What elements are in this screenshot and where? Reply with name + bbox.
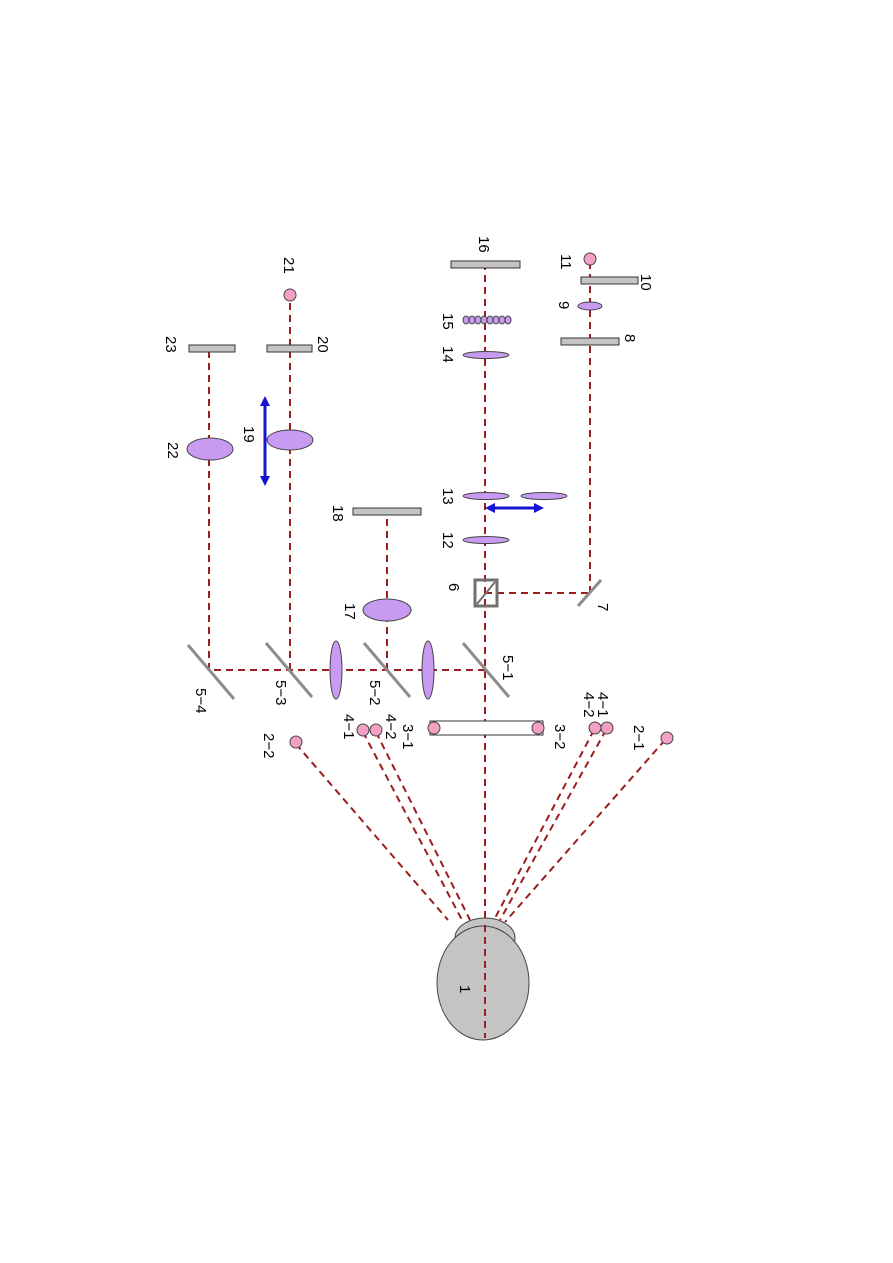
label-13: 13 xyxy=(439,488,456,505)
led-4-1-left-ray xyxy=(362,731,463,921)
relay-lens-left xyxy=(329,640,343,700)
label-14: 14 xyxy=(439,346,456,363)
eyeball xyxy=(436,925,530,1041)
lens-9 xyxy=(577,301,603,311)
relay-lens-right xyxy=(421,640,435,700)
led-4-1-left xyxy=(356,723,370,737)
label-3-1: 3−1 xyxy=(399,724,416,749)
label-7: 7 xyxy=(594,603,611,611)
label-9: 9 xyxy=(555,301,572,309)
led-2-2-ray xyxy=(295,743,449,921)
plate-20 xyxy=(266,344,313,353)
lens-17 xyxy=(362,598,412,622)
component-labels: 2−1 4−1 4−2 3−2 3−1 4−2 4−1 2−2 5−1 5−2 … xyxy=(162,236,654,758)
led-2-1 xyxy=(660,731,674,745)
led-4-2-left xyxy=(369,723,383,737)
label-4-2-right: 4−2 xyxy=(580,692,597,717)
eye: 1 xyxy=(436,917,530,1041)
label-10: 10 xyxy=(637,274,654,291)
cube-diagonal xyxy=(476,581,496,605)
label-21: 21 xyxy=(280,257,297,274)
label-5-2: 5−2 xyxy=(366,680,383,705)
splitter-5-3 xyxy=(264,642,314,698)
label-20: 20 xyxy=(314,336,331,353)
lenslet xyxy=(504,315,512,325)
lens-13 xyxy=(462,492,510,500)
label-eye: 1 xyxy=(456,985,473,993)
splitter-5-2 xyxy=(362,642,412,698)
mirror-7 xyxy=(576,579,603,607)
arrow-head-top xyxy=(260,396,270,406)
label-5-3: 5−3 xyxy=(272,680,289,705)
lens-22 xyxy=(186,437,234,461)
label-12: 12 xyxy=(439,532,456,549)
splitter-5-1 xyxy=(461,642,511,698)
label-23: 23 xyxy=(162,336,179,353)
sensor-16 xyxy=(450,260,521,269)
ring-3 xyxy=(427,720,545,736)
label-6: 6 xyxy=(445,583,462,591)
arrow-head-left xyxy=(485,503,495,513)
led-4-1-right-ray xyxy=(499,729,607,921)
splitters xyxy=(186,642,511,700)
sensor-18 xyxy=(352,507,422,516)
label-4-2-left: 4−2 xyxy=(382,714,399,739)
plate-10 xyxy=(580,276,639,285)
led-2-1-ray xyxy=(504,739,666,923)
label-5-1: 5−1 xyxy=(499,655,516,680)
label-22: 22 xyxy=(164,442,181,459)
beam-paths xyxy=(208,262,666,1038)
leds xyxy=(289,721,674,749)
led-2-2 xyxy=(289,735,303,749)
lenslet xyxy=(474,315,482,325)
lenslet xyxy=(468,315,476,325)
lenslet xyxy=(492,315,500,325)
lenslet xyxy=(480,315,488,325)
label-8: 8 xyxy=(621,334,638,342)
lenslet xyxy=(486,315,494,325)
label-11: 11 xyxy=(557,254,574,270)
lenslet-array-15 xyxy=(462,315,512,325)
source-21 xyxy=(283,288,297,302)
label-5-4: 5−4 xyxy=(192,688,209,713)
label-18: 18 xyxy=(329,505,346,522)
mirror-5-4 xyxy=(186,644,236,700)
label-2-2: 2−2 xyxy=(260,733,277,758)
source-11 xyxy=(583,252,597,266)
ring-led-3-2 xyxy=(531,721,545,735)
ring-led-3-1 xyxy=(427,721,441,735)
lens-14 xyxy=(462,351,510,359)
lens-13-translation-arrow xyxy=(485,503,544,513)
led-4-1-right xyxy=(600,721,614,735)
cube-body xyxy=(473,578,499,608)
led-4-2-right xyxy=(588,721,602,735)
label-2-1: 2−1 xyxy=(630,725,647,750)
lenslet xyxy=(462,315,470,325)
lens-19 xyxy=(266,429,314,451)
lenslet xyxy=(498,315,506,325)
plate-8 xyxy=(560,337,620,346)
label-3-2: 3−2 xyxy=(551,724,568,749)
lens-13-moved xyxy=(520,492,568,500)
lens-19-translation-arrow xyxy=(260,396,270,486)
arrow-head-right xyxy=(534,503,544,513)
label-17: 17 xyxy=(341,603,358,620)
led-4-2-right-ray xyxy=(493,729,595,921)
beam-splitter-cube-6 xyxy=(473,578,499,608)
label-16: 16 xyxy=(475,236,492,253)
arrow-head-bottom xyxy=(260,476,270,486)
lens-12 xyxy=(462,536,510,544)
sensor-23 xyxy=(188,344,236,353)
label-4-1-left: 4−1 xyxy=(340,714,357,739)
label-4-1-right: 4−1 xyxy=(594,692,611,717)
ring-plate xyxy=(429,720,544,736)
label-19: 19 xyxy=(240,426,257,443)
label-15: 15 xyxy=(439,313,456,330)
